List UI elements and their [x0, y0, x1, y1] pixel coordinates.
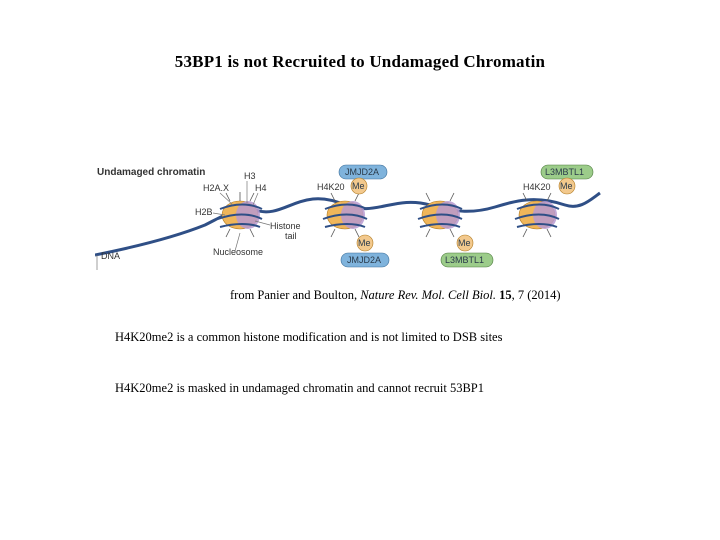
h4k20-label-4: H4K20	[523, 182, 551, 192]
label-histone-tail: Histone tail	[270, 221, 303, 241]
jmjd2a-bottom-badge	[340, 252, 390, 268]
l3mbtl1-top-label: L3MBTL1	[545, 167, 584, 177]
label-dna: DNA	[101, 251, 120, 261]
me-label-2: Me	[352, 181, 365, 191]
reader-l3mbtl1-bottom: Me L3MBTL1	[440, 234, 494, 268]
statement-1: H4K20me2 is a common histone modificatio…	[115, 330, 503, 344]
nucleosome-1	[217, 192, 263, 238]
citation-volume: 15	[499, 288, 512, 302]
dna-wrap-1	[217, 203, 263, 228]
jmjd2a-bottom-label: JMJD2A	[347, 255, 381, 265]
me-badge-2b	[356, 234, 374, 252]
me-badge-4	[558, 177, 576, 195]
label-histone-tail-line1: Histone	[270, 221, 301, 231]
figure-heading: Undamaged chromatin	[97, 167, 205, 178]
label-h2ax: H2A.X	[203, 183, 229, 193]
citation-suffix: , 7 (2014)	[511, 288, 561, 302]
nucleosome-2	[322, 192, 368, 238]
dna-strand	[95, 191, 601, 257]
histone-tails-1	[225, 192, 255, 238]
h4k20-label-2: H4K20	[317, 182, 345, 192]
chromatin-diagram-svg: Undamaged chromatin H3 H2A.X H4 H2B Hist…	[95, 164, 601, 270]
citation: from Panier and Boulton, Nature Rev. Mol…	[230, 288, 561, 303]
statement-2: H4K20me2 is masked in undamaged chromati…	[115, 381, 485, 395]
slide-title: 53BP1 is not Recruited to Undamaged Chro…	[174, 52, 546, 71]
l3mbtl1-bottom-label: L3MBTL1	[445, 255, 484, 265]
label-nucleosome: Nucleosome	[213, 247, 263, 257]
label-h2b: H2B	[195, 207, 213, 217]
citation-journal: Nature Rev. Mol. Cell Biol.	[360, 288, 496, 302]
nucleosome-4	[514, 192, 560, 238]
me-label-4: Me	[560, 181, 573, 191]
l3mbtl1-bottom-badge	[440, 252, 494, 268]
label-histone-tail-line2: tail	[285, 231, 297, 241]
nucleosome-3	[417, 192, 463, 238]
jmjd2a-top-label: JMJD2A	[345, 167, 379, 177]
me-label-3b: Me	[458, 238, 471, 248]
me-badge-3b	[456, 234, 474, 252]
dna-wrap-4	[514, 203, 560, 228]
histone-tails-4	[522, 192, 552, 238]
histone-tails-2	[330, 192, 360, 238]
dna-wrap-2	[322, 203, 368, 228]
reader-jmjd2a-top: JMJD2A H4K20 Me	[317, 164, 388, 195]
citation-prefix: from Panier and Boulton,	[230, 288, 361, 302]
leader-lines	[96, 181, 271, 270]
me-badge-2	[350, 177, 368, 195]
chromatin-diagram: Undamaged chromatin H3 H2A.X H4 H2B Hist…	[95, 155, 605, 275]
reader-jmjd2a-bottom: Me JMJD2A	[340, 234, 390, 268]
label-h4: H4	[255, 183, 267, 193]
histone-tails-3	[425, 192, 455, 238]
reader-l3mbtl1-top: L3MBTL1 H4K20 Me	[523, 164, 594, 195]
label-h3: H3	[244, 171, 256, 181]
dna-wrap-3	[417, 203, 463, 228]
me-label-2b: Me	[358, 238, 371, 248]
